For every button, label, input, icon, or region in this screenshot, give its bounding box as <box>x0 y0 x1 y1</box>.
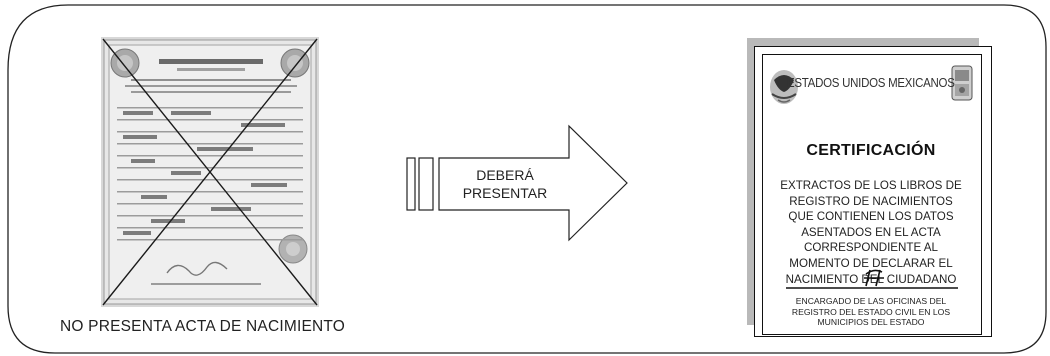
certificate-footer: ENCARGADO DE LAS OFICINAS DEL REGISTRO D… <box>764 296 978 328</box>
signature-line <box>786 269 958 289</box>
certificate-footer-line: ENCARGADO DE LAS OFICINAS DEL <box>795 296 947 306</box>
certificate-header: ESTADOS UNIDOS MEXICANOS <box>787 76 955 90</box>
crossed-out-birth-certificate <box>101 37 319 307</box>
arrow-label-line-2: PRESENTAR <box>462 185 548 201</box>
certificate-title: CERTIFICACIÓN <box>806 142 936 159</box>
certificate-body-line: REGISTRO DE NACIMIENTOS <box>789 194 953 208</box>
certificate-emblems <box>770 65 973 104</box>
mexican-eagle-icon <box>770 70 798 104</box>
striped-right-arrow <box>406 124 628 242</box>
certificate-body-line: CORRESPONDIENTE AL <box>803 241 938 255</box>
certificate-body-line: ASENTADOS EN EL ACTA <box>801 225 941 239</box>
certificate-body-line: NACIMIENTO DEL CIUDADANO <box>785 272 957 286</box>
signature-icon <box>864 269 884 287</box>
state-coat-of-arms-icon <box>951 65 973 101</box>
certificate-footer-line: MUNICIPIOS DEL ESTADO <box>817 317 925 327</box>
certificate-body-line: QUE CONTIENEN LOS DATOS <box>788 210 954 224</box>
no-birth-certificate-caption: NO PRESENTA ACTA DE NACIMIENTO <box>60 318 346 335</box>
arrow-label-line-1: DEBERÁ <box>476 167 534 183</box>
certificate-body-line: EXTRACTOS DE LOS LIBROS DE <box>780 179 962 192</box>
certificate-footer-line: REGISTRO DEL ESTADO CIVIL EN LOS <box>791 306 951 317</box>
arrow-label: DEBERÁ PRESENTAR <box>450 166 560 202</box>
certificate-body: EXTRACTOS DE LOS LIBROS DE REGISTRO DE N… <box>764 178 978 287</box>
certificate-body-line: MOMENTO DE DECLARAR EL <box>789 256 953 270</box>
